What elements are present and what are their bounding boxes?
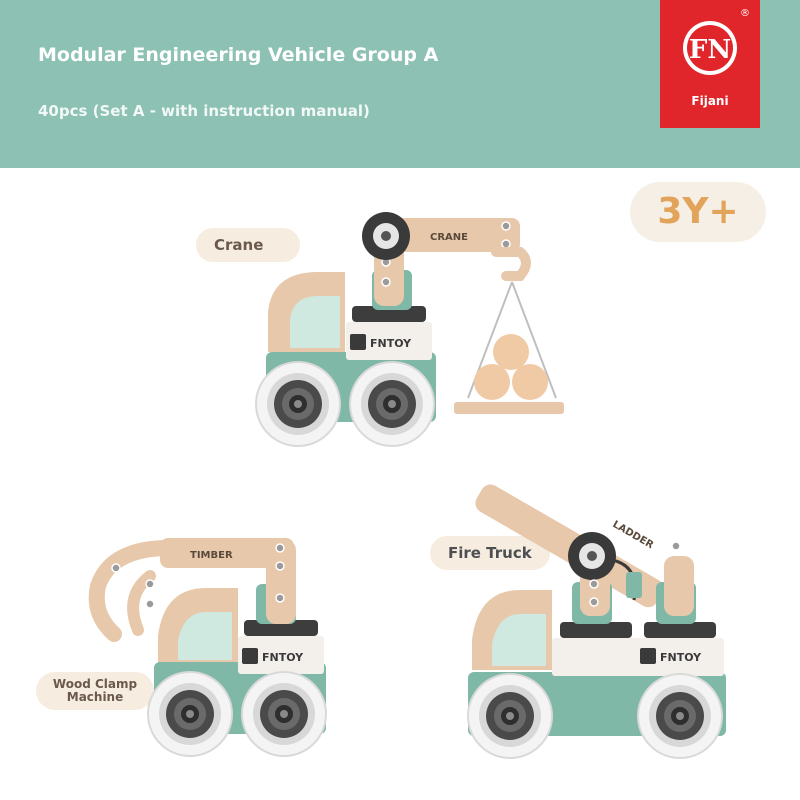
brand-logo-mark-icon: FN [683, 21, 737, 75]
brand-logo: ® FN Fijani [660, 0, 760, 128]
logo-letters: FN [689, 35, 731, 65]
wood-clamp-label-bg [36, 672, 154, 710]
crane-label-bg [196, 228, 300, 262]
fire-truck-arm-text: LADDER [611, 519, 656, 551]
wood-clamp-label: Wood Clamp Machine [50, 678, 140, 704]
wood-clamp-brand-text: FNTOY [262, 651, 304, 664]
fire-truck-label-bg [430, 536, 550, 570]
crane-brand-icon [350, 334, 366, 350]
wood-clamp-brand-icon [242, 648, 258, 664]
fire-truck-label: Fire Truck [448, 544, 532, 562]
age-badge: 3Y+ [630, 182, 766, 242]
product-subtitle: 40pcs (Set A - with instruction manual) [38, 102, 370, 120]
product-title: Modular Engineering Vehicle Group A [38, 44, 439, 66]
wood-clamp-arm-text: TIMBER [190, 550, 233, 561]
crane-brand-text: FNTOY [370, 337, 412, 350]
crane-label: Crane [214, 236, 264, 254]
registered-mark: ® [740, 8, 750, 19]
wood-clamp-label-line1: Wood Clamp [52, 677, 138, 691]
fire-truck-brand-text: FNTOY [660, 651, 702, 664]
wood-clamp-vehicle: FNTOY TIMBER [88, 538, 327, 757]
fire-truck-brand-icon [640, 648, 656, 664]
age-badge-text: 3Y+ [657, 191, 739, 232]
fire-truck-vehicle: LADDER FNTOY [467, 484, 726, 759]
crane-arm-text: CRANE [430, 232, 468, 243]
wood-clamp-label-line2: Machine [66, 690, 124, 704]
crane-vehicle: FNTOY CRANE [255, 212, 564, 447]
brand-name: Fijani [691, 94, 729, 108]
